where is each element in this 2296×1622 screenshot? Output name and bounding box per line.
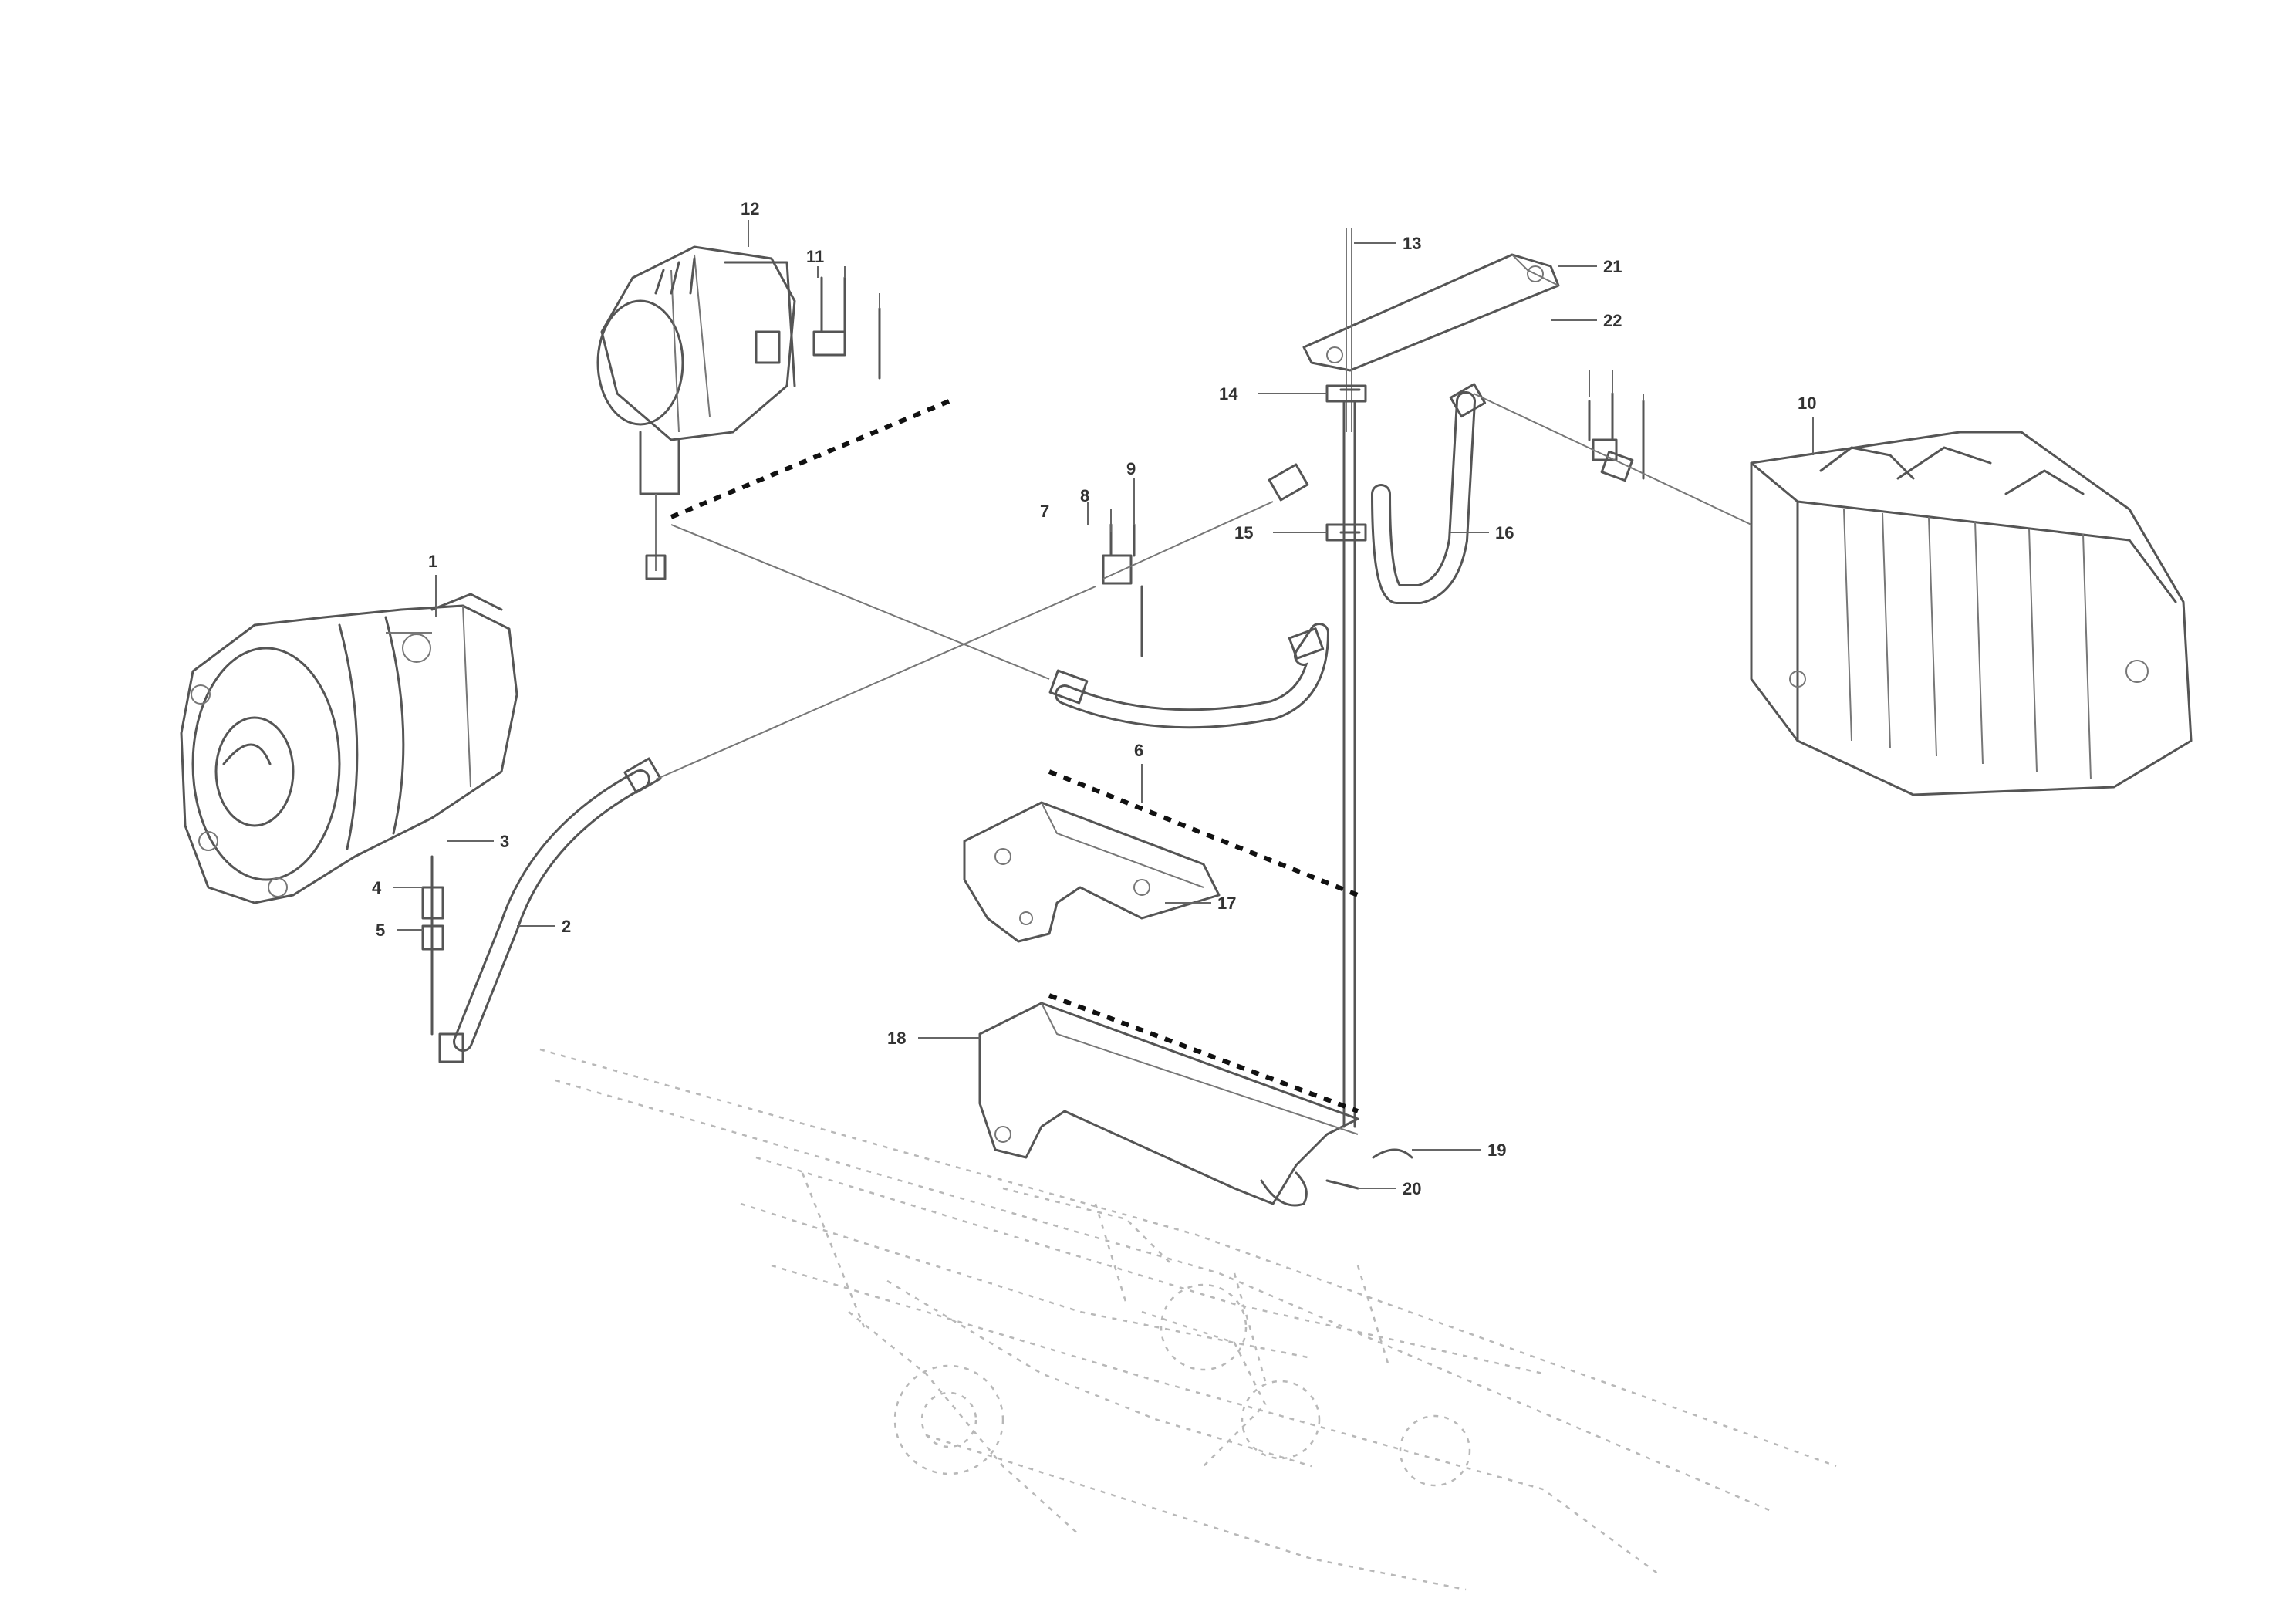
callout-1: 1 — [428, 552, 437, 571]
callout-16: 16 — [1495, 523, 1514, 542]
callout-21: 21 — [1603, 257, 1622, 276]
assembly-dashed-lines — [670, 399, 1359, 1113]
hydraulic-motor — [180, 593, 518, 904]
callout-9: 9 — [1126, 459, 1136, 478]
vertical-rod — [1339, 228, 1361, 1128]
callout-18: 18 — [887, 1029, 906, 1048]
control-valve-block — [1750, 431, 2193, 796]
callout-7: 7 — [1040, 502, 1049, 521]
valve-unit — [596, 245, 796, 580]
callout-3: 3 — [500, 832, 509, 851]
bracket-18 — [978, 1002, 1359, 1205]
callout-4: 4 — [372, 878, 382, 897]
connection-lines — [655, 393, 1752, 780]
callout-5: 5 — [376, 921, 385, 940]
fittings — [421, 276, 1645, 1207]
callout-17: 17 — [1217, 894, 1236, 913]
callout-10: 10 — [1798, 394, 1816, 413]
callout-19: 19 — [1487, 1140, 1506, 1160]
callout-11: 11 — [806, 247, 824, 266]
callout-15: 15 — [1234, 523, 1253, 542]
callout-12: 12 — [741, 199, 759, 218]
hoses — [453, 391, 1476, 1052]
bracket-17 — [963, 801, 1221, 943]
callout-20: 20 — [1403, 1179, 1421, 1198]
callout-2: 2 — [562, 917, 571, 936]
callout-13: 13 — [1403, 234, 1421, 253]
callout-22: 22 — [1603, 311, 1622, 330]
mounting-plate-top — [1302, 253, 1560, 372]
callout-6: 6 — [1134, 741, 1143, 760]
callout-8: 8 — [1080, 486, 1089, 505]
callouts: 1 2 3 4 5 6 7 8 9 10 11 12 13 14 15 16 1 — [372, 199, 1816, 1198]
callout-14: 14 — [1219, 384, 1238, 404]
background-undercarriage — [539, 1048, 1837, 1591]
